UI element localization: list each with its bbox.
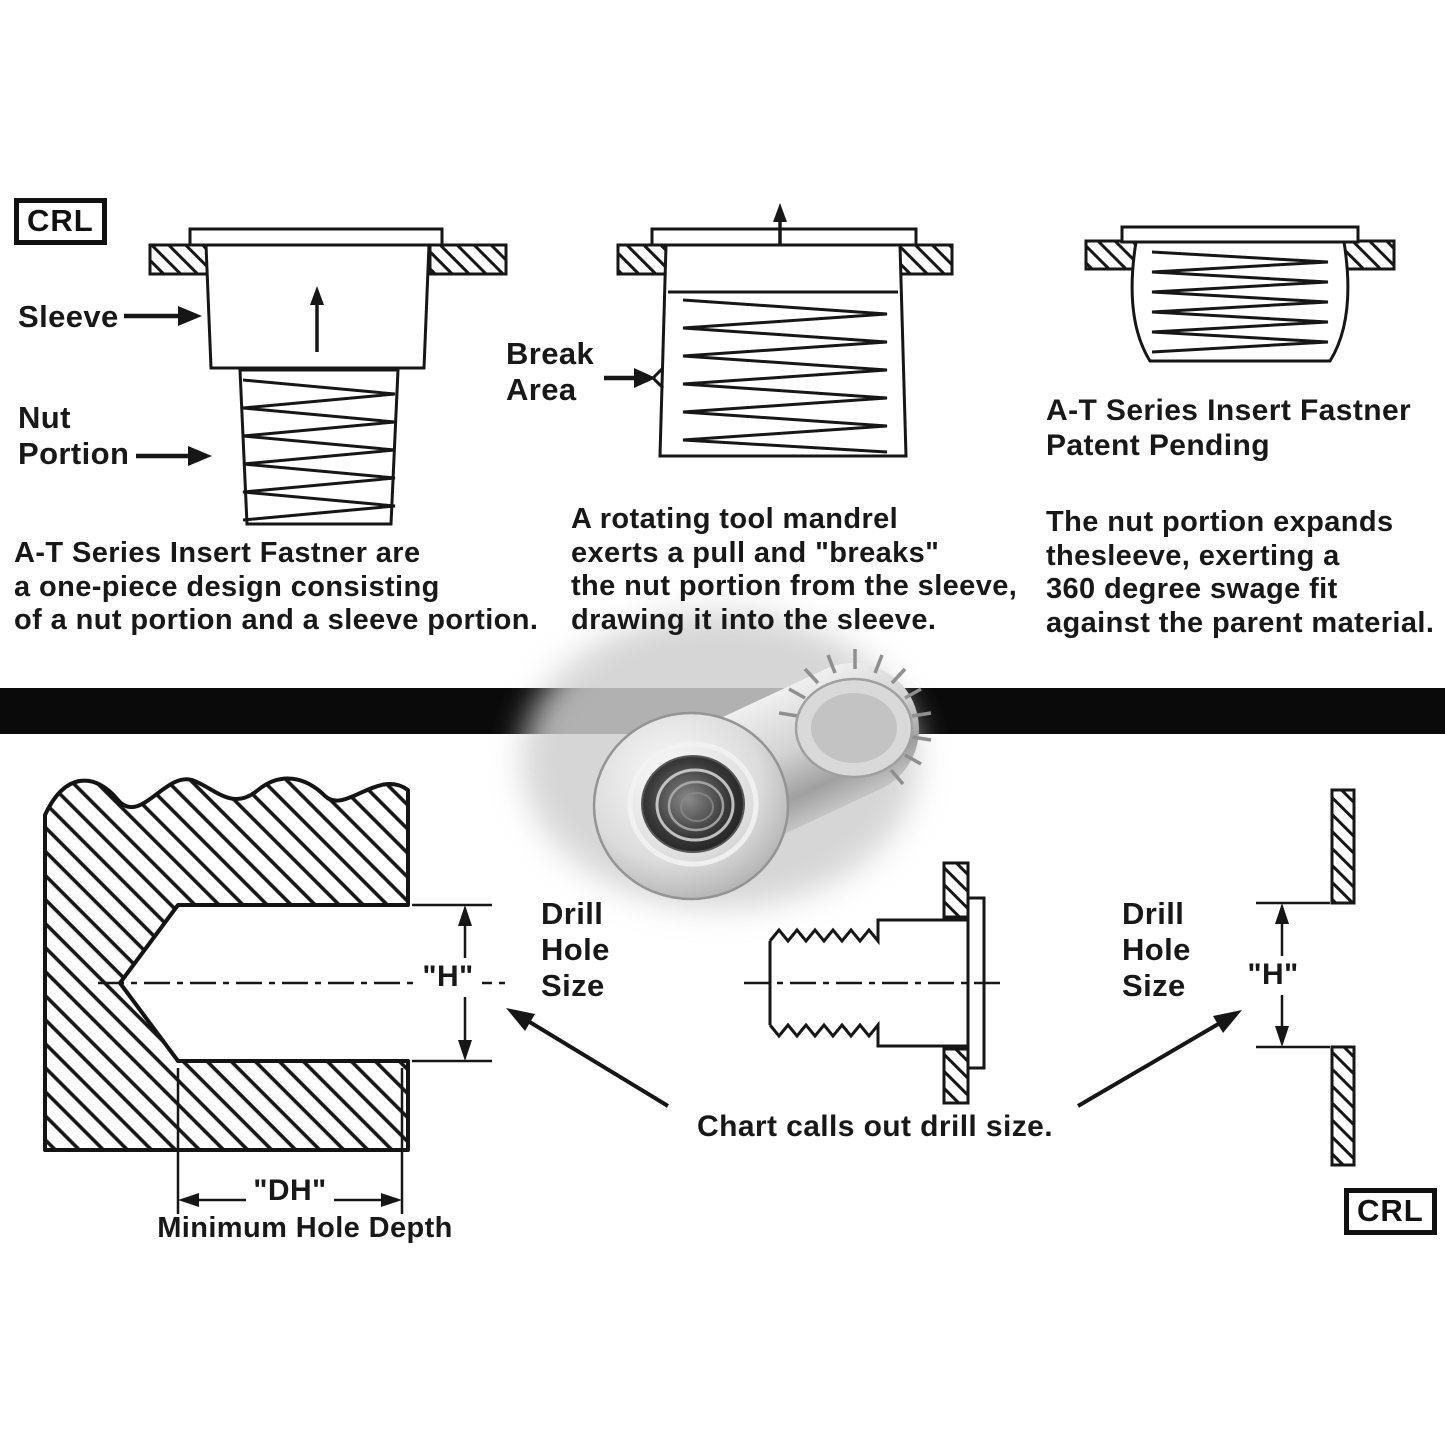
crl-logo-text: CRL xyxy=(1357,1193,1424,1228)
label-minimum-hole-depth: Minimum Hole Depth xyxy=(157,1212,453,1244)
label-sleeve: Sleeve xyxy=(18,299,119,334)
knurl-texture xyxy=(778,649,932,786)
caption-swage-fit: The nut portion expands thesleeve, exert… xyxy=(1046,506,1435,639)
nut-threads xyxy=(682,298,888,454)
nut-threads xyxy=(242,378,396,522)
dimension-dh: "DH" xyxy=(246,1172,334,1211)
thin-plate-view xyxy=(1256,788,1356,1167)
dim-arrow-down xyxy=(1275,1026,1289,1047)
sleeve-flange xyxy=(1120,225,1360,244)
label-drill-hole-size-right: Drill Hole Size xyxy=(1122,896,1191,1003)
diagram-fastener-installed xyxy=(1084,225,1396,363)
nut-pointer-arrow xyxy=(188,446,212,466)
flange-bevel xyxy=(627,741,759,867)
plate-hatch-right xyxy=(1342,239,1396,271)
crl-logo-top: CRL xyxy=(14,198,107,245)
dim-arrow-down xyxy=(458,1040,472,1061)
label-nut-portion: Nut Portion xyxy=(18,400,130,471)
knurled-end-inner xyxy=(811,693,897,763)
plate-hatch-bottom xyxy=(942,1047,970,1105)
break-pointer-arrow xyxy=(634,368,656,388)
pull-arrow-head xyxy=(773,203,787,222)
diagram-fastener-breaking xyxy=(604,203,954,458)
crl-logo-bottom: CRL xyxy=(1344,1188,1437,1235)
thread-profile-top xyxy=(768,918,968,946)
plate-hatch-top xyxy=(942,861,970,919)
sleeve-flange xyxy=(188,227,444,247)
threads xyxy=(1151,250,1329,354)
crl-logo-text: CRL xyxy=(27,203,94,238)
callout-arrows xyxy=(506,1008,1242,1108)
plate-hatch-left xyxy=(148,243,210,276)
pull-arrow-head xyxy=(310,286,324,305)
dimension-h-left: "H" xyxy=(414,958,482,997)
dim-arrow-right xyxy=(381,1193,402,1207)
sleeve-flange xyxy=(650,227,918,247)
caption-series-title: A-T Series Insert Fastner Patent Pending xyxy=(1046,394,1412,462)
thread-ring-3 xyxy=(680,792,714,822)
callout-line-right xyxy=(1076,1021,1222,1108)
hatched-block xyxy=(43,776,410,1152)
plate-lower xyxy=(1330,1045,1356,1167)
dim-arrow-up xyxy=(1275,903,1289,924)
caption-one-piece-design: A-T Series Insert Fastner are a one-piec… xyxy=(14,537,539,637)
thread-profile-bottom xyxy=(768,1020,968,1048)
dim-arrow-left xyxy=(178,1193,199,1207)
plate-hatch-left xyxy=(616,243,670,276)
plate-hatch-left xyxy=(1084,239,1138,271)
thread-ring-2 xyxy=(667,780,725,832)
caption-rotating-mandrel: A rotating tool mandrel exerts a pull an… xyxy=(571,503,1018,636)
label-chart-note: Chart calls out drill size. xyxy=(697,1110,1053,1143)
callout-line-left xyxy=(526,1019,670,1108)
dimension-h-right: "H" xyxy=(1237,956,1309,995)
callout-arrow-right xyxy=(1213,1010,1242,1033)
plate-upper xyxy=(1330,788,1356,905)
sleeve-pointer-arrow xyxy=(178,306,202,326)
insert-side-view xyxy=(744,861,1006,1105)
diagram-fastener-one-piece xyxy=(124,227,508,526)
label-break-area: Break Area xyxy=(506,336,595,407)
product-photo xyxy=(522,612,932,908)
thread-ring-1 xyxy=(655,768,735,842)
dim-arrow-up xyxy=(458,905,472,926)
callout-arrow-left xyxy=(506,1008,535,1031)
plate-hatch-right xyxy=(428,243,508,276)
nut-portion-body xyxy=(238,368,400,526)
plate-hatch-right xyxy=(898,243,954,276)
label-drill-hole-size-left: Drill Hole Size xyxy=(541,896,610,1003)
